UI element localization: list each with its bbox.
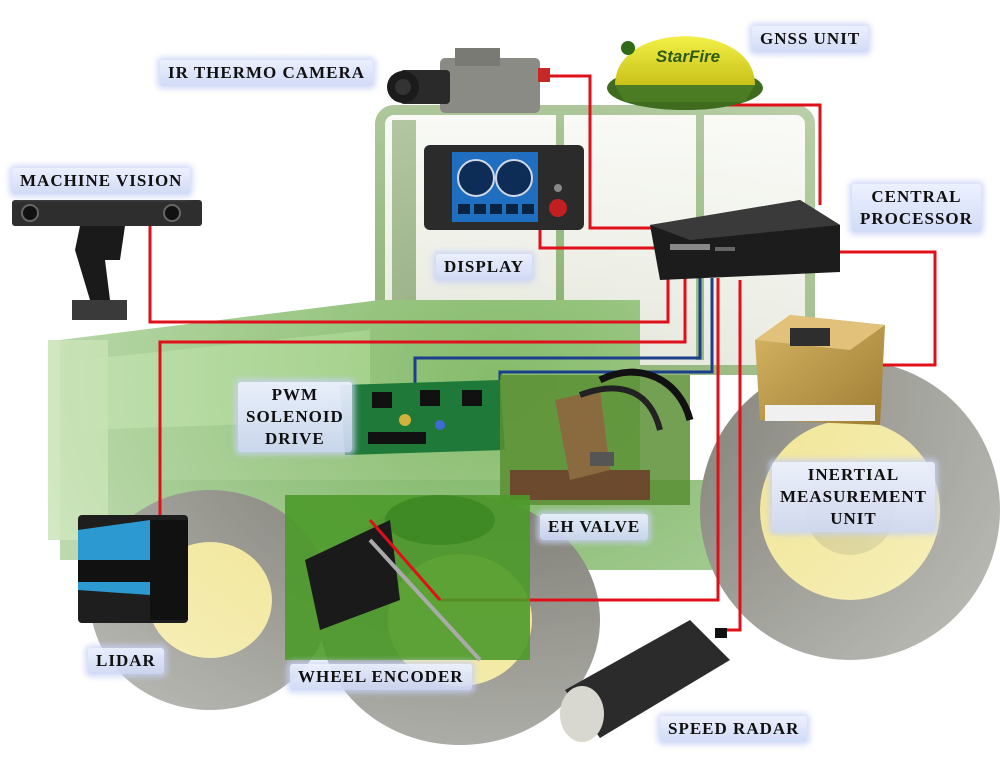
wire-vision-processor — [148, 225, 670, 324]
wire-display-processor — [538, 225, 660, 250]
label-central-processor-line1: CENTRAL — [871, 187, 962, 206]
wire-imu-processor — [840, 250, 937, 367]
label-central-processor-line2: PROCESSOR — [860, 209, 973, 228]
label-imu-line2: MEASUREMENT — [780, 487, 928, 506]
lidar-sensor — [78, 515, 188, 623]
wire-encoder-processor — [440, 278, 720, 602]
label-ir-thermo-camera: IR THERMO CAMERA — [160, 60, 374, 86]
label-display: DISPLAY — [436, 254, 533, 280]
label-pwm-line2: SOLENOID — [246, 407, 344, 426]
gnss-brand: StarFire — [656, 47, 720, 66]
wire-radar-processor — [725, 280, 742, 632]
wire-gnss-processor — [715, 103, 822, 205]
label-machine-vision: MACHINE VISION — [12, 168, 191, 194]
inertial-measurement-unit — [755, 315, 885, 425]
wire-camera-processor — [548, 74, 655, 230]
label-gnss-unit: GNSS UNIT — [752, 26, 869, 52]
label-speed-radar: SPEED RADAR — [660, 716, 808, 742]
eh-valve — [500, 368, 694, 505]
label-inertial-measurement-unit: INERTIAL MEASUREMENT UNIT — [772, 462, 936, 532]
label-imu-line3: UNIT — [830, 509, 877, 528]
label-wheel-encoder: WHEEL ENCODER — [290, 664, 472, 690]
ir-thermo-camera — [387, 48, 550, 113]
label-central-processor: CENTRAL PROCESSOR — [852, 184, 981, 232]
gnss-unit: StarFire — [607, 36, 763, 110]
label-imu-line1: INERTIAL — [807, 465, 900, 484]
central-processor — [650, 200, 840, 280]
label-pwm-line3: DRIVE — [264, 429, 325, 448]
display-unit — [424, 145, 584, 230]
label-eh-valve: EH VALVE — [540, 514, 649, 540]
speed-radar — [560, 620, 730, 742]
wire-lidar-processor — [158, 278, 687, 520]
pwm-solenoid-drive-board — [340, 380, 505, 455]
label-pwm-line1: PWM — [271, 385, 319, 404]
label-pwm-solenoid-drive: PWM SOLENOID DRIVE — [238, 382, 352, 452]
label-lidar: LIDAR — [88, 648, 164, 674]
wheel-encoder — [285, 495, 530, 662]
machine-vision-camera — [12, 200, 202, 320]
wire-pwm-processor — [413, 278, 702, 390]
